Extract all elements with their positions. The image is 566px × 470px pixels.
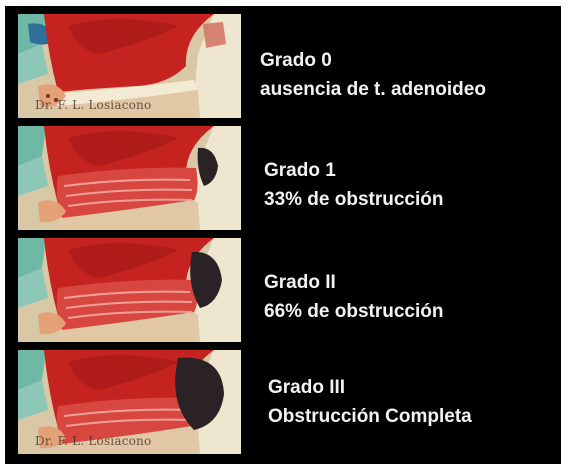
illustration-grade-1 <box>18 126 241 230</box>
caption-grade-1: Grado 1 33% de obstrucción <box>264 156 444 214</box>
grade-description: 66% de obstrucción <box>264 301 444 322</box>
adenoid-mass <box>175 357 224 430</box>
grade-title: Grado III <box>268 377 346 398</box>
nasopharynx-diagram-grade-1 <box>18 126 241 230</box>
nasopharynx-diagram-grade-3 <box>18 350 241 454</box>
nasopharynx-diagram-grade-0 <box>18 14 241 118</box>
grade-description: ausencia de t. adenoideo <box>260 79 486 100</box>
adenoid-mass <box>190 251 222 308</box>
watermark-signature: Dr. F. L. Losiacono <box>35 434 152 448</box>
illustration-grade-0: Dr. F. L. Losiacono <box>18 14 241 118</box>
grade-description: Obstrucción Completa <box>268 406 472 427</box>
illustration-grade-3: Dr. F. L. Losiacono <box>18 350 241 454</box>
caption-grade-0: Grado 0 ausencia de t. adenoideo <box>260 46 486 104</box>
caption-grade-2: Grado II 66% de obstrucción <box>264 268 444 326</box>
nasopharynx-diagram-grade-2 <box>18 238 241 342</box>
grade-title: Grado 1 <box>264 160 336 181</box>
watermark-signature: Dr. F. L. Losiacono <box>35 98 152 112</box>
grade-description: 33% de obstrucción <box>264 189 444 210</box>
adenoid-mass <box>197 147 218 186</box>
illustration-grade-2 <box>18 238 241 342</box>
figure-frame: Dr. F. L. Losiacono <box>5 6 561 464</box>
grade-title: Grado II <box>264 272 336 293</box>
caption-grade-3: Grado III Obstrucción Completa <box>268 373 472 431</box>
grade-title: Grado 0 <box>260 50 332 71</box>
